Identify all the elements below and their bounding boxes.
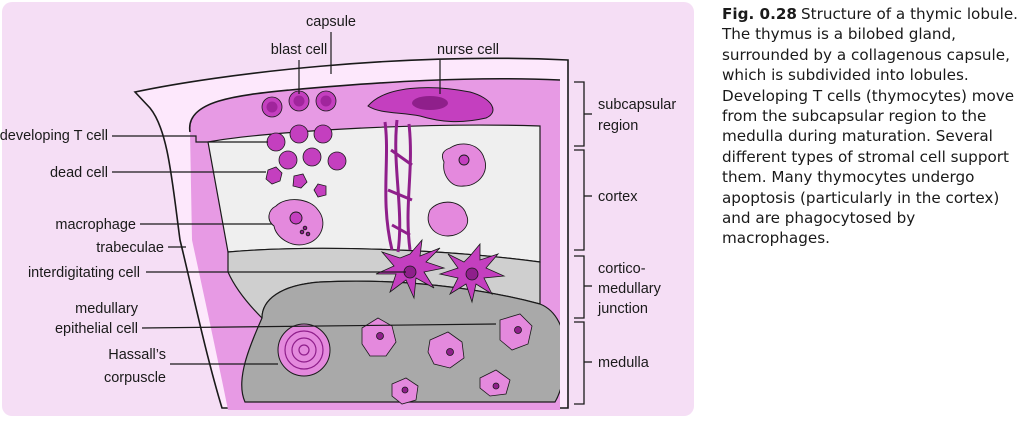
label-region-corticomedullary-line2: medullary <box>598 281 662 297</box>
blast-cells <box>261 90 337 118</box>
label-hassalls-line2: corpuscle <box>104 370 166 386</box>
label-hassalls-line1: Hassall’s <box>108 347 166 363</box>
caption-text: Structure of a thymic lobule. The thymus… <box>722 5 1018 248</box>
figure-number: Fig. 0.28 <box>722 5 797 23</box>
label-region-corticomedullary-line1: cortico- <box>598 261 646 277</box>
label-nurse-cell: nurse cell <box>437 42 499 58</box>
label-macrophage: macrophage <box>55 217 136 233</box>
label-medullary-epithelial-line1: medullary <box>75 301 139 317</box>
cortical-epithelial-strands <box>383 119 413 253</box>
cortex-area <box>207 124 541 263</box>
label-capsule: capsule <box>306 14 356 30</box>
lobule-outline <box>189 77 561 133</box>
label-leader-lines <box>112 32 497 365</box>
label-trabeculae: trabeculae <box>96 240 164 256</box>
nurse-cell <box>367 87 494 123</box>
region-brackets <box>574 81 592 405</box>
interdigitating-cells <box>375 238 506 304</box>
label-interdigitating-cell: interdigitating cell <box>28 265 140 281</box>
label-developing-t-cell: developing T cell <box>0 128 108 144</box>
hassalls-corpuscle <box>277 323 331 377</box>
medulla-area <box>241 280 561 403</box>
lobule-regions <box>189 78 561 410</box>
macrophages <box>268 143 486 246</box>
thymic-lobule-diagram: capsule blast cell nurse cell developing… <box>0 2 694 416</box>
label-medullary-epithelial-line2: epithelial cell <box>55 321 138 337</box>
medullary-epithelial-cells <box>361 313 533 405</box>
label-region-cortex: cortex <box>598 189 638 205</box>
dead-cells <box>265 166 327 198</box>
label-region-corticomedullary-line3: junction <box>597 301 648 317</box>
label-region-medulla: medulla <box>598 355 650 371</box>
label-blast-cell: blast cell <box>271 42 327 58</box>
label-region-subcapsular-line2: region <box>598 118 638 134</box>
label-region-subcapsular-line1: subcapsular <box>598 97 676 113</box>
developing-t-cells <box>266 124 347 171</box>
label-dead-cell: dead cell <box>50 165 108 181</box>
